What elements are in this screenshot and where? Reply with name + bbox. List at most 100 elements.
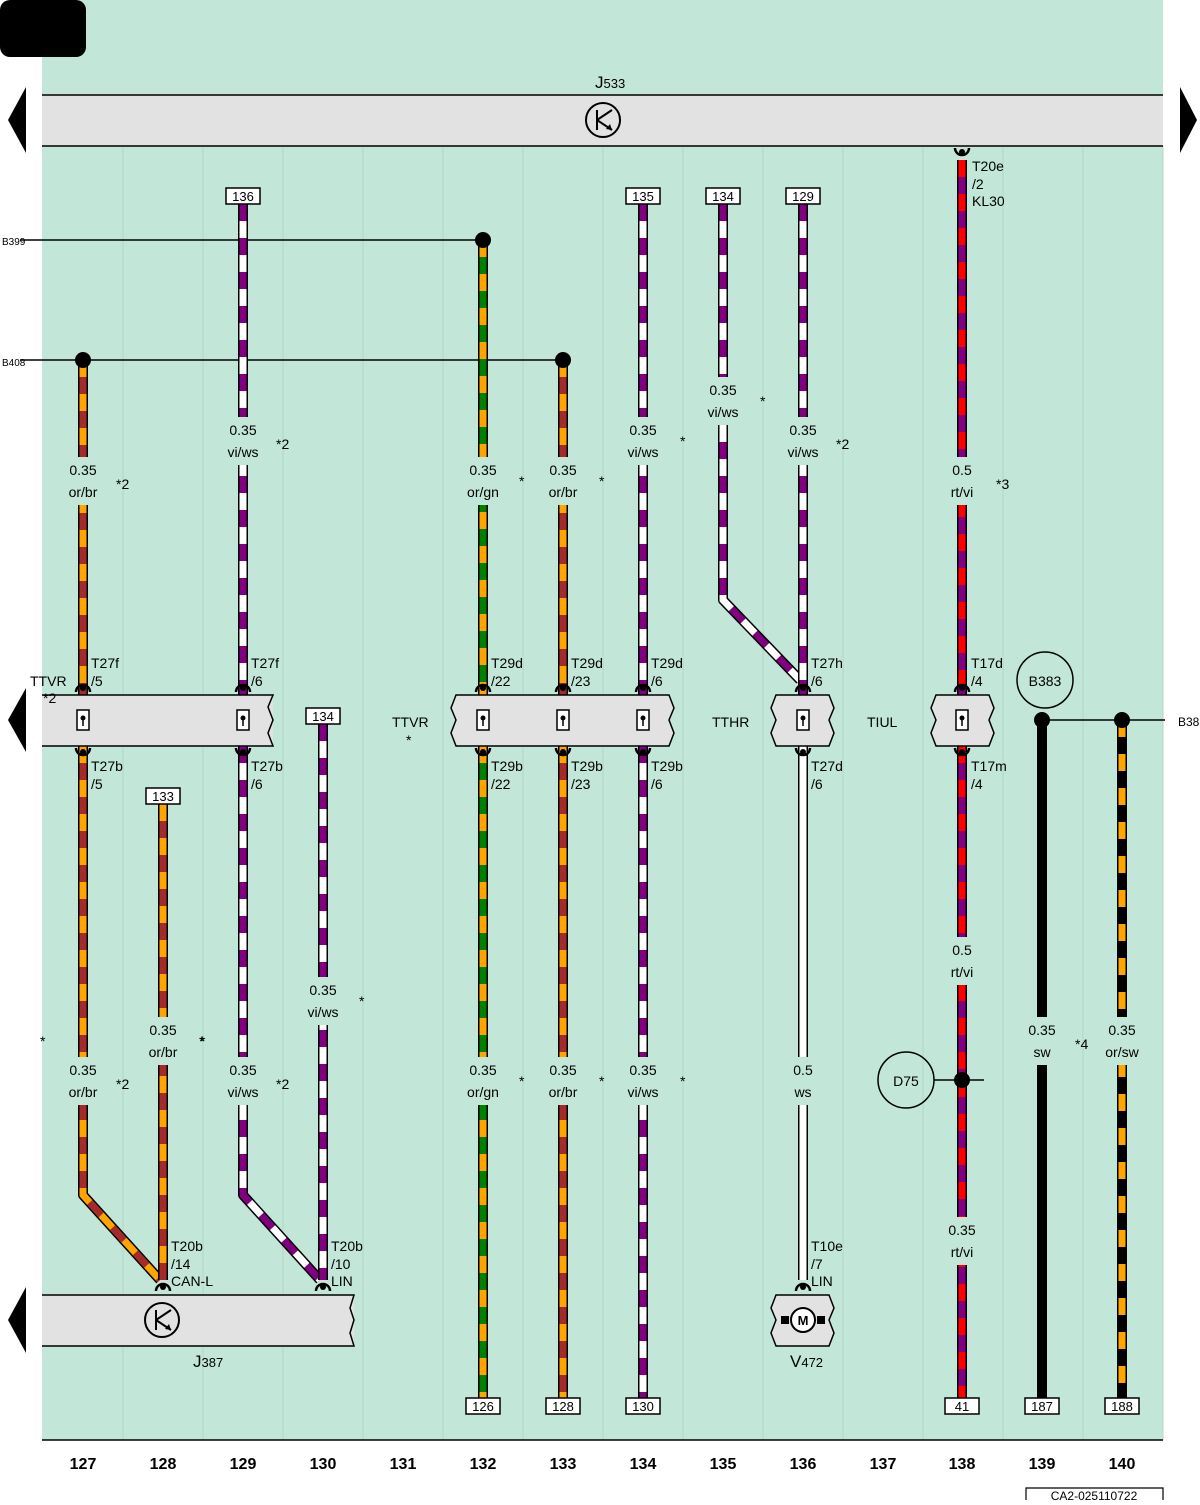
reference-box[interactable]: 129 xyxy=(785,187,821,205)
pin-label-t29b6: T29b/6 xyxy=(651,758,683,792)
svg-text:vi/ws: vi/ws xyxy=(707,404,738,420)
reference-box[interactable]: 136 xyxy=(225,187,261,205)
wire-w128[interactable] xyxy=(155,804,171,1280)
wire-label-w139: 0.35 sw *4 xyxy=(1028,1022,1088,1060)
svg-text:*2: *2 xyxy=(116,476,129,492)
svg-text:0.5: 0.5 xyxy=(952,942,972,958)
reference-box[interactable]: 187 xyxy=(1024,1397,1060,1415)
bus-bar-b408: B408 xyxy=(2,358,563,369)
connector-tiul-label: TIUL xyxy=(867,714,898,730)
svg-text:*4: *4 xyxy=(1075,1036,1088,1052)
reference-box[interactable]: 188 xyxy=(1104,1397,1140,1415)
reference-box-label: 129 xyxy=(792,189,814,204)
module-j387[interactable]: J387 xyxy=(42,1294,356,1371)
svg-text:or/sw: or/sw xyxy=(1105,1044,1139,1060)
svg-text:*: * xyxy=(599,473,605,489)
svg-text:0.35: 0.35 xyxy=(69,462,96,478)
wire-w136a[interactable] xyxy=(795,204,811,695)
wire-w135[interactable] xyxy=(715,204,804,684)
splice-b383-label: B383 xyxy=(1029,673,1062,689)
svg-text:0.35: 0.35 xyxy=(149,1022,176,1038)
wire-w139[interactable] xyxy=(1034,720,1050,1398)
reference-box-label: 134 xyxy=(312,709,334,724)
reference-box-label: 135 xyxy=(632,189,654,204)
svg-text:*: * xyxy=(680,433,686,449)
bus-bar-b383: B38 xyxy=(1042,715,1200,729)
wire-w129a[interactable] xyxy=(235,204,251,695)
wire-w134b[interactable] xyxy=(635,746,651,1398)
pin-label-t27b6: T27b/6 xyxy=(251,758,283,792)
motor-icon: M xyxy=(781,1307,825,1333)
wire-w134a[interactable] xyxy=(635,204,651,695)
wire-w127a[interactable] xyxy=(75,360,91,695)
module-j387-label: J387 xyxy=(193,1352,223,1371)
svg-text:*: * xyxy=(200,1033,206,1049)
svg-text:*3: *3 xyxy=(996,476,1009,492)
pin-socket xyxy=(154,1282,172,1292)
reference-box[interactable]: 134 xyxy=(705,187,741,205)
module-j533[interactable]: J533 xyxy=(42,73,1163,147)
svg-text:*: * xyxy=(680,1073,686,1089)
svg-text:0.35: 0.35 xyxy=(549,1062,576,1078)
previous-page-arrow-icon[interactable] xyxy=(8,87,26,153)
wire-w133b[interactable] xyxy=(555,746,571,1398)
wire-w130[interactable] xyxy=(315,724,331,1280)
column-number: 140 xyxy=(1109,1456,1136,1473)
wire-label-w138b: 0.5 rt/vi xyxy=(951,942,974,980)
bus-bar-b399: B399 xyxy=(2,237,483,248)
svg-text:0.35: 0.35 xyxy=(629,422,656,438)
svg-text:vi/ws: vi/ws xyxy=(627,1084,658,1100)
pin-socket xyxy=(314,1282,332,1292)
svg-text:*2: *2 xyxy=(116,1076,129,1092)
reference-box[interactable]: 130 xyxy=(625,1397,661,1415)
junction-dot xyxy=(75,352,91,368)
pin-label-t27f5: T27f/5 xyxy=(91,655,119,689)
pin-label-t27d6: T27d/6 xyxy=(811,758,843,792)
splice-b383[interactable]: B383 xyxy=(1016,651,1074,709)
pin-label-t27h6: T27h/6 xyxy=(811,655,843,689)
wire-w133a[interactable] xyxy=(555,360,571,695)
previous-page-arrow-icon[interactable] xyxy=(8,1287,26,1353)
next-page-arrow-icon[interactable] xyxy=(1180,87,1197,153)
svg-text:0.35: 0.35 xyxy=(789,422,816,438)
wire-label-w138c: 0.35 rt/vi xyxy=(948,1222,975,1260)
reference-box[interactable]: 134 xyxy=(305,707,341,725)
wire-w129b[interactable] xyxy=(235,746,324,1284)
module-v472[interactable]: M V472 xyxy=(770,1294,835,1371)
wire-label-w130: 0.35 vi/ws * xyxy=(307,982,365,1020)
pin-socket xyxy=(234,747,252,757)
wire-label-w134a: 0.35 vi/ws * xyxy=(627,422,686,460)
wire-w138c[interactable] xyxy=(954,1080,970,1398)
svg-text:0.35: 0.35 xyxy=(629,1062,656,1078)
reference-box-label: 187 xyxy=(1031,1399,1053,1414)
reference-box[interactable]: 133 xyxy=(145,787,181,805)
reference-box[interactable]: 128 xyxy=(545,1397,581,1415)
reference-box[interactable]: 135 xyxy=(625,187,661,205)
previous-page-arrow-icon[interactable] xyxy=(8,688,26,752)
reference-box[interactable]: 126 xyxy=(465,1397,501,1415)
pin-label-t27b5: T27b/5 xyxy=(91,758,123,792)
wire-w132b[interactable] xyxy=(475,746,491,1398)
svg-text:0.35: 0.35 xyxy=(1028,1022,1055,1038)
pin-labels: T27f/5 T27f/6 T29d/22 T29d/23 T29d/6 T27… xyxy=(91,158,1007,1289)
wire-w140[interactable] xyxy=(1114,720,1130,1398)
wire-label-w129b: 0.35 vi/ws *2 xyxy=(227,1062,289,1100)
wire-w127b[interactable] xyxy=(75,746,164,1284)
wire-w132a[interactable] xyxy=(475,240,491,695)
svg-text:0.35: 0.35 xyxy=(309,982,336,998)
wire-w138b[interactable] xyxy=(954,746,970,1080)
connector-tthr-label: TTHR xyxy=(712,714,749,730)
column-number: 138 xyxy=(949,1456,976,1473)
svg-text:rt/vi: rt/vi xyxy=(951,964,974,980)
reference-box[interactable]: 41 xyxy=(944,1397,980,1415)
wire-w136b[interactable] xyxy=(795,746,811,1280)
svg-text:vi/ws: vi/ws xyxy=(627,444,658,460)
wire-w138a[interactable] xyxy=(954,160,970,695)
splice-d75[interactable]: D75 xyxy=(877,1051,984,1109)
column-number: 130 xyxy=(310,1456,337,1473)
svg-text:*: * xyxy=(519,1073,525,1089)
connector-ttvr-left-label: TTVR xyxy=(30,673,67,689)
